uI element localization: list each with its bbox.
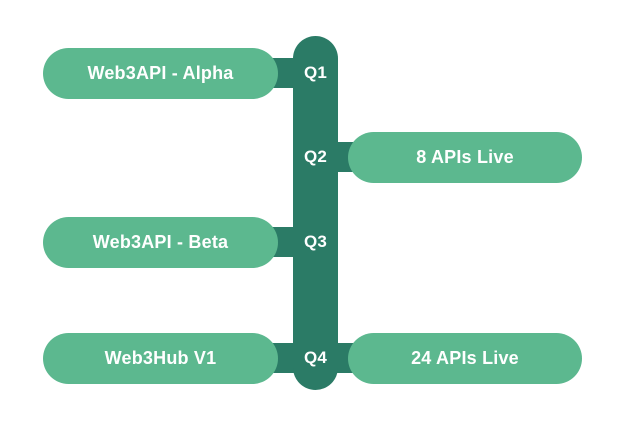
quarter-label-q3[interactable]: Q3 [303, 232, 328, 251]
milestone-pill-q3-left[interactable]: Web3API - Beta [43, 217, 278, 268]
timeline-spine [293, 36, 338, 390]
milestone-pill-q4-right[interactable]: 24 APIs Live [348, 333, 582, 384]
milestone-pill-q4-left[interactable]: Web3Hub V1 [43, 333, 278, 384]
quarter-label-q4[interactable]: Q4 [303, 348, 328, 367]
quarter-label-q1[interactable]: Q1 [303, 63, 328, 82]
milestone-pill-q1-left[interactable]: Web3API - Alpha [43, 48, 278, 99]
quarter-label-q2[interactable]: Q2 [303, 147, 328, 166]
milestone-pill-q2-right[interactable]: 8 APIs Live [348, 132, 582, 183]
